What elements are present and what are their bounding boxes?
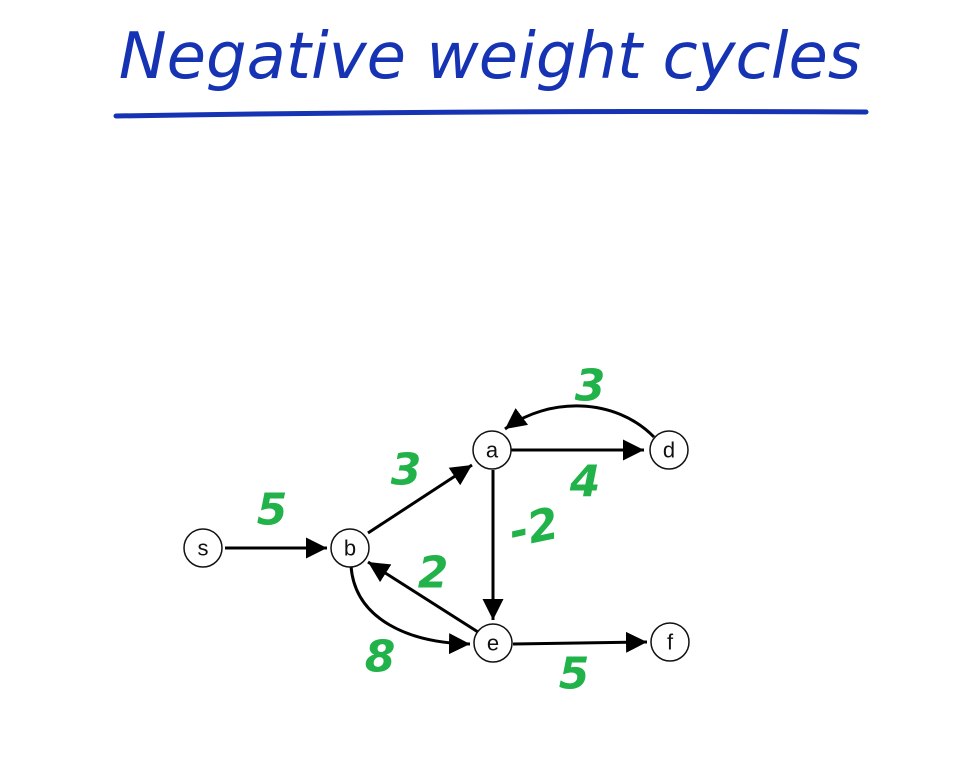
node-f-label: f — [667, 630, 674, 655]
weight-e-b: 2 — [418, 548, 449, 599]
node-a-label: a — [486, 438, 499, 463]
weight-b-a: 3 — [391, 445, 422, 496]
graph-edges — [225, 404, 656, 655]
title-underline — [113, 109, 869, 119]
node-a: a — [472, 430, 512, 470]
node-d: d — [649, 430, 689, 470]
weight-d-a: 3 — [575, 361, 606, 412]
edge-e-to-b — [367, 560, 479, 634]
edge-weights: 5 3 4 3 -2 2 8 5 — [257, 361, 606, 700]
weight-a-d: 4 — [569, 457, 601, 508]
weight-b-e: 8 — [365, 632, 396, 683]
node-a-circle — [472, 430, 512, 470]
node-e-circle — [473, 623, 513, 663]
edge-b-to-e — [349, 565, 471, 655]
node-s-label: s — [198, 536, 209, 561]
node-b-circle — [330, 528, 370, 568]
node-f: f — [650, 622, 690, 662]
weight-a-e: -2 — [505, 498, 563, 558]
edge-d-to-a — [504, 404, 656, 439]
edge-e-to-f — [512, 631, 648, 653]
node-s: s — [183, 528, 223, 568]
node-d-circle — [649, 430, 689, 470]
node-d-label: d — [663, 438, 675, 463]
edge-b-to-a — [367, 463, 473, 535]
node-e: e — [473, 623, 513, 663]
page-title: Negative weight cycles — [119, 20, 861, 94]
weight-e-f: 5 — [559, 649, 590, 700]
node-b: b — [330, 528, 370, 568]
node-s-circle — [183, 528, 223, 568]
graph-nodes: s b a d e f — [183, 430, 690, 663]
node-b-label: b — [344, 536, 356, 561]
weight-s-b: 5 — [257, 485, 288, 536]
node-e-label: e — [487, 631, 499, 656]
node-f-circle — [650, 622, 690, 662]
